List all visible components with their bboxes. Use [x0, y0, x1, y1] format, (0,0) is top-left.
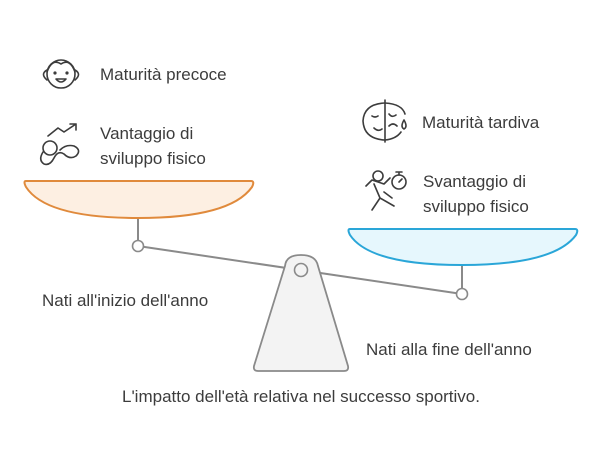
- late-maturity-label: Maturità tardiva: [422, 113, 540, 132]
- diagram-caption: L'impatto dell'età relativa nel successo…: [122, 387, 480, 406]
- growing-baby-trend-icon: [39, 123, 80, 166]
- half-sad-face-icon: [362, 99, 407, 143]
- fulcrum-pivot: [293, 262, 309, 278]
- runner-stopwatch-icon: [365, 170, 407, 211]
- physical-advantage-label-line1: Vantaggio di: [100, 124, 193, 143]
- scale-fulcrum: [252, 254, 350, 372]
- left-scale-pan: [23, 180, 255, 220]
- right-scale-pan: [347, 228, 579, 267]
- happy-child-face-icon: [42, 59, 80, 89]
- physical-advantage-label-line2: sviluppo fisico: [100, 149, 206, 168]
- physical-disadvantage-label-line2: sviluppo fisico: [423, 197, 529, 216]
- born-late-label: Nati alla fine dell'anno: [366, 340, 532, 359]
- right-beam-joint: [455, 287, 469, 301]
- born-early-label: Nati all'inizio dell'anno: [42, 291, 208, 310]
- physical-disadvantage-label-line1: Svantaggio di: [423, 172, 526, 191]
- early-maturity-label: Maturità precoce: [100, 65, 227, 84]
- left-beam-joint: [131, 239, 145, 253]
